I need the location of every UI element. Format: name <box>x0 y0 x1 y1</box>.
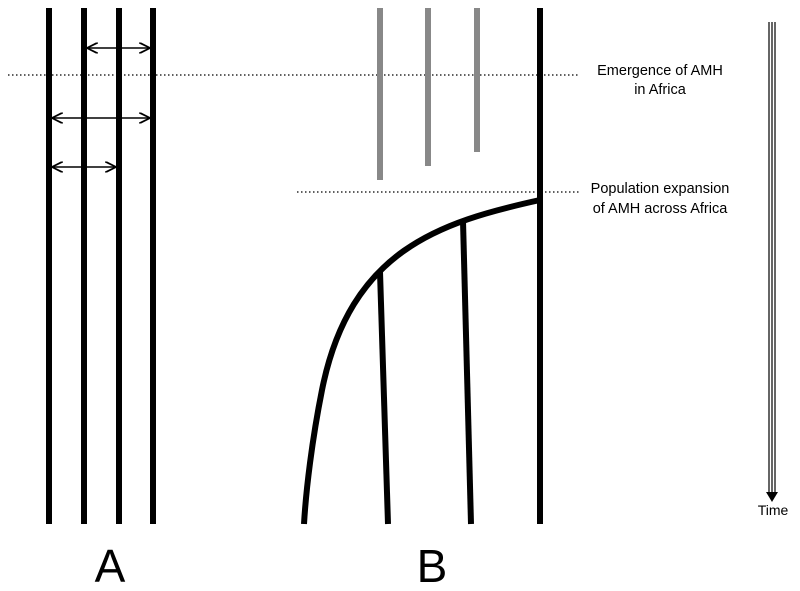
panel-b-label: B <box>417 540 448 591</box>
emergence-label-line1: Emergence of AMH <box>597 63 723 79</box>
time-axis-label: Time <box>758 502 789 518</box>
branch-lineage-2 <box>460 220 474 525</box>
panel-b-expansion-tree <box>301 8 543 525</box>
time-axis: Time <box>758 22 789 518</box>
expansion-label-line1: Population expansion <box>591 181 730 197</box>
expansion-label-line2: of AMH across Africa <box>593 201 729 217</box>
expansion-curve <box>301 197 541 525</box>
panel-a-lineages <box>46 8 156 524</box>
emergence-label-line2: in Africa <box>634 82 687 98</box>
panel-a-gene-flow-arrows <box>53 48 149 167</box>
panel-a-label: A <box>95 540 126 591</box>
branch-lineage-1 <box>377 271 391 525</box>
panel-b-extinct-lineages <box>377 8 480 180</box>
time-arrow-head-icon <box>766 492 778 502</box>
